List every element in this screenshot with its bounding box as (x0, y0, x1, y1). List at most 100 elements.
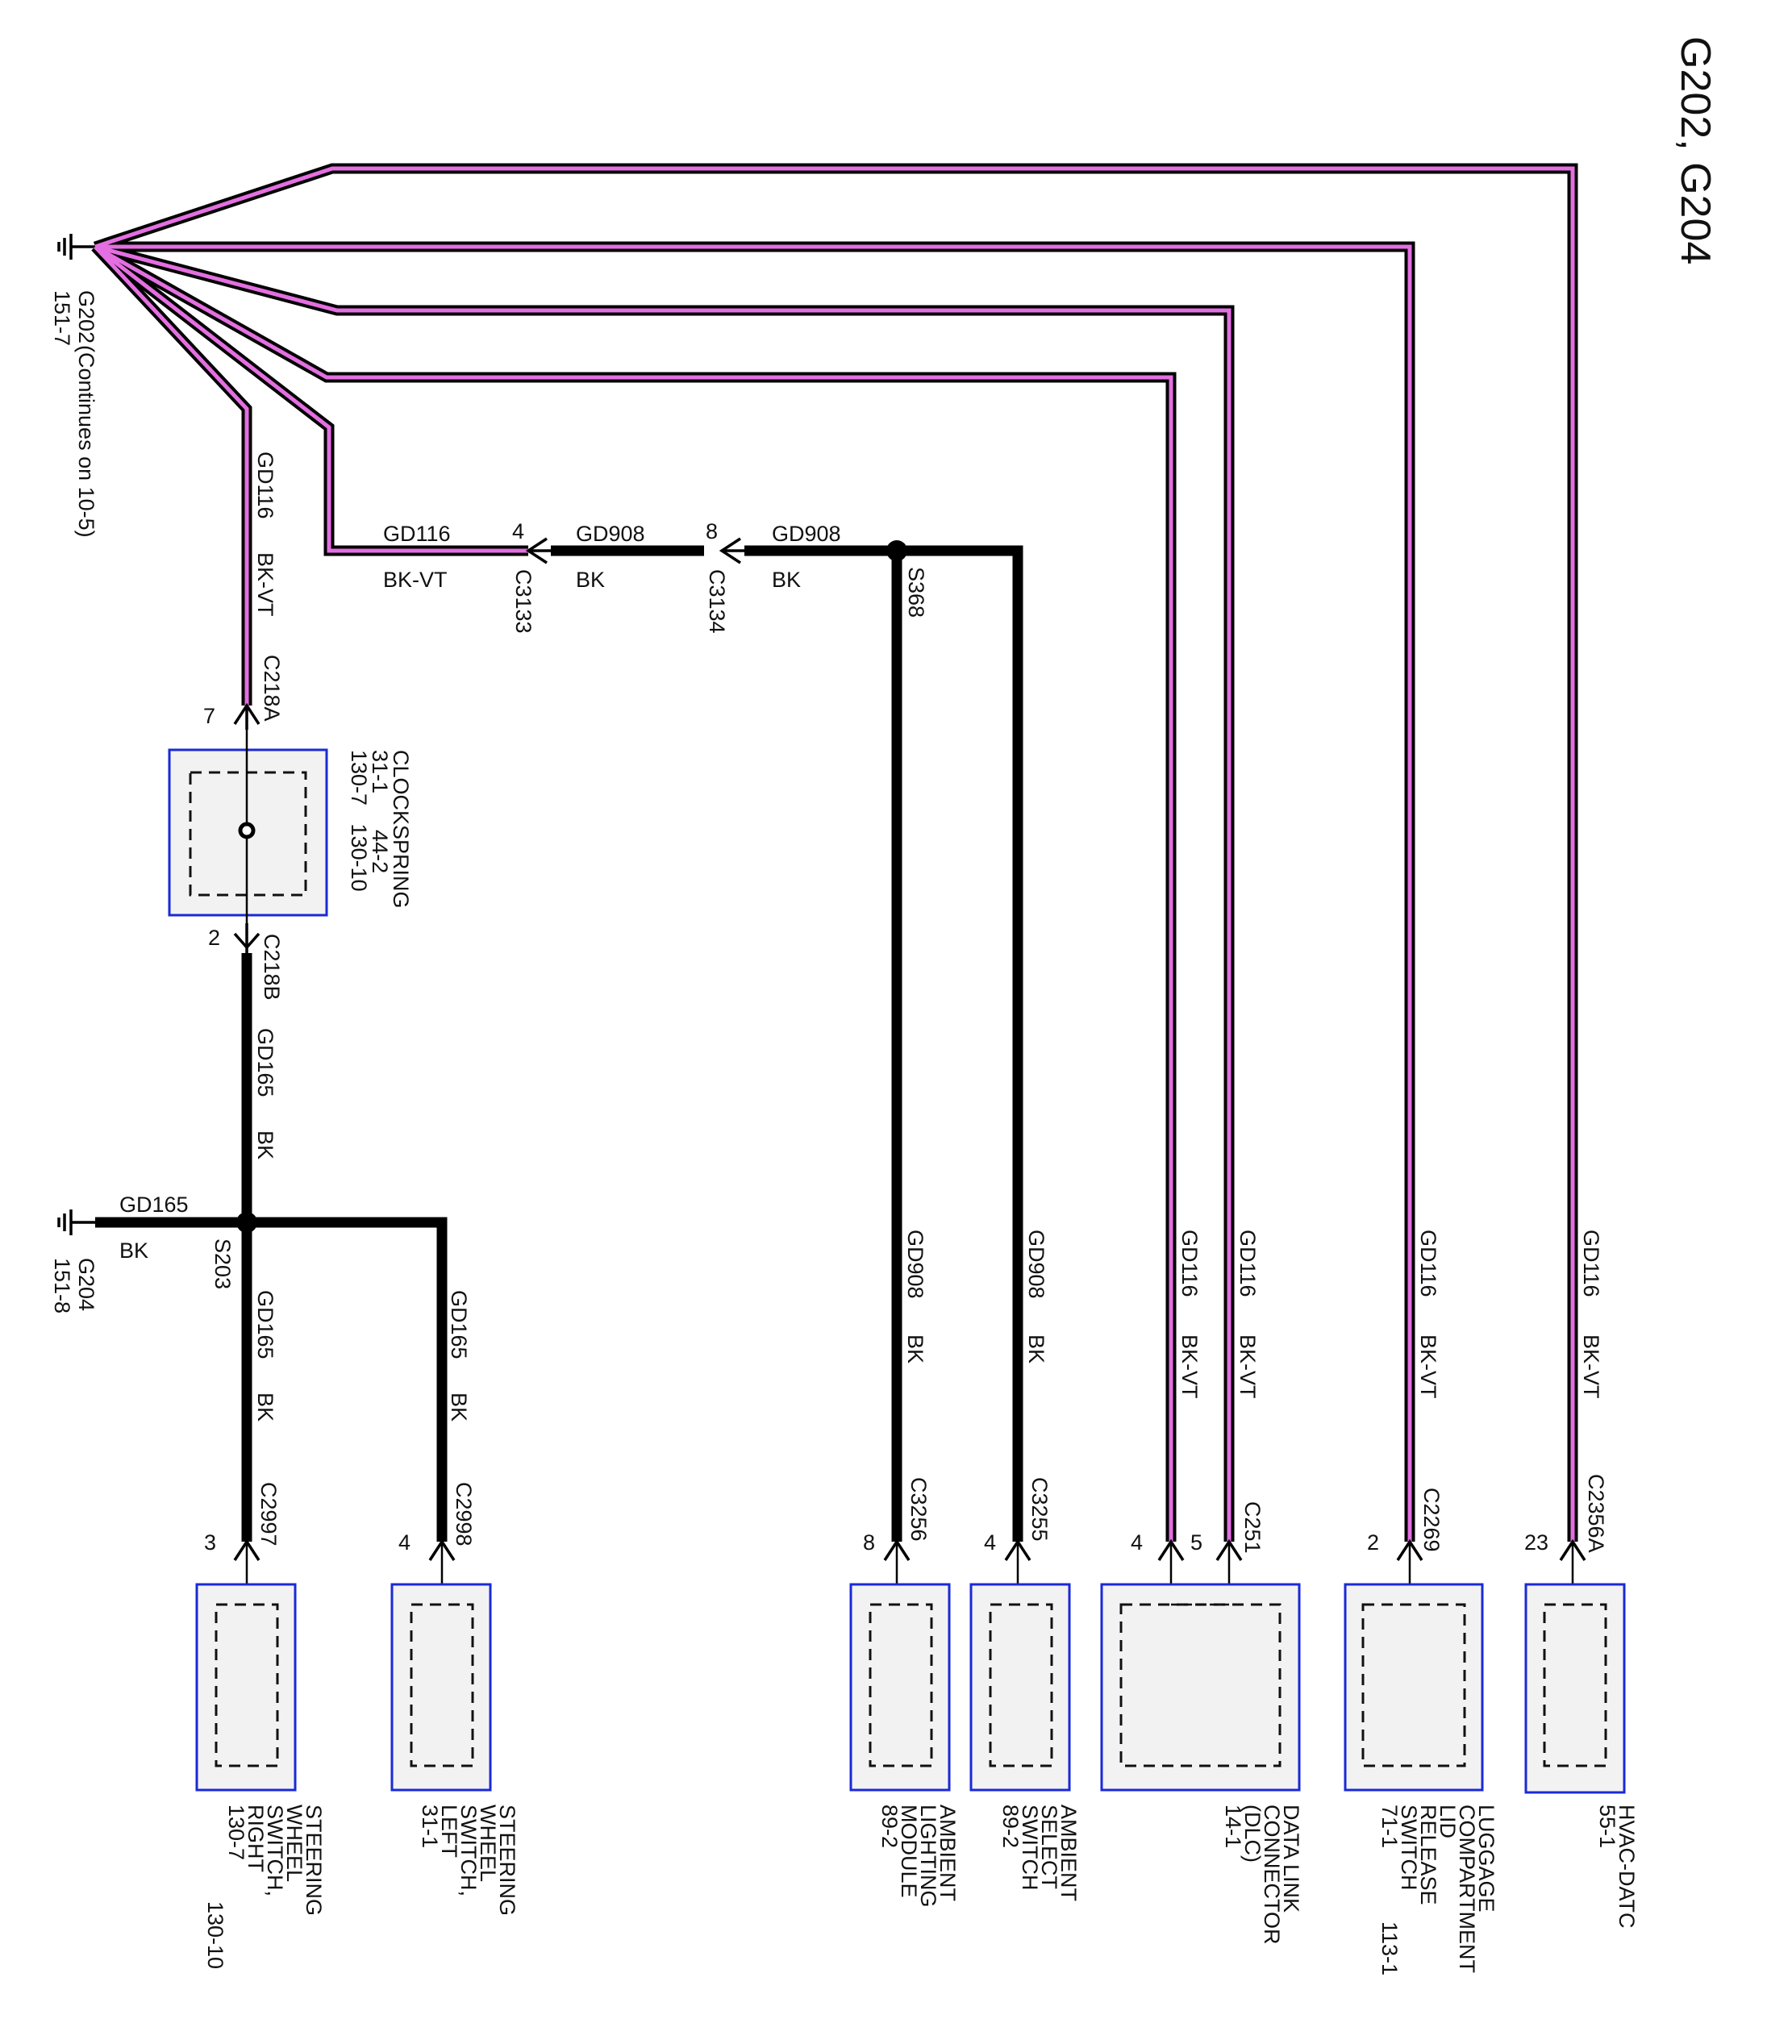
c2997-label: C2997 (256, 1482, 281, 1547)
c3255-pin: 4 (984, 1530, 996, 1555)
wire-label-bk-vt-hvac: BK-VT (1579, 1334, 1603, 1399)
c2356a-label: C2356A (1584, 1474, 1608, 1553)
wires-bk (95, 545, 1023, 1542)
wire-label-gd908-ass: GD908 (1024, 1230, 1048, 1299)
lcl-line-4: RELEASE (1416, 1805, 1440, 1905)
sws-left-line-2: WHEEL (476, 1805, 500, 1882)
wire-label-bk-alm: BK (903, 1334, 927, 1363)
c3255-label: C3255 (1027, 1477, 1052, 1542)
wire-label-gd165-right-sw: GD165 (253, 1290, 277, 1359)
sws-left-ref: 31-1 (418, 1805, 442, 1848)
dlc-line-2: CONNECTOR (1260, 1805, 1284, 1945)
ground-g202-symbol (57, 234, 95, 260)
wire-label-gd116-lcl: GD116 (1416, 1230, 1440, 1297)
c218a-label: C218A (260, 655, 284, 722)
alm-line-3: MODULE (897, 1805, 921, 1898)
component-steering-wheel-switch-right (195, 1583, 297, 1792)
connector-c218b-symbol (233, 923, 260, 953)
sws-right-line-3: SWITCH, (263, 1805, 287, 1896)
splice-s368-label: S368 (904, 567, 928, 618)
c218a-pin: 7 (203, 704, 215, 728)
component-luggage-compartment-switch (1344, 1583, 1484, 1792)
connector-c218a-symbol (233, 702, 260, 730)
sws-right-labels: STEERING WHEEL SWITCH, RIGHT 130-7 130-1… (203, 1805, 326, 1969)
wire-label-bk-a: BK (576, 568, 605, 592)
dlc-labels: DATA LINK CONNECTOR (DLC) 14-1 (1221, 1805, 1303, 1945)
connector-c3133-symbol (525, 537, 551, 564)
ground-g202-name: G202 (74, 290, 98, 343)
ground-g204-labels: G204 151-8 (50, 1258, 98, 1313)
sws-right-line-1: STEERING (302, 1805, 326, 1916)
wire-label-gd116-left: GD116 (253, 452, 277, 519)
lcl-ref: 71-1 (1377, 1805, 1402, 1848)
ass-ref: 89-2 (998, 1805, 1023, 1848)
lcl-line-1: LUGGAGE (1474, 1805, 1498, 1913)
hvac-line-1: HVAC-DATC (1615, 1805, 1639, 1929)
ass-line-2: SELECT (1037, 1805, 1061, 1889)
c2269-pin: 2 (1367, 1530, 1379, 1555)
wire-label-bk-vt-bottom: BK-VT (383, 568, 448, 592)
lcl-line-5: SWITCH (1397, 1805, 1421, 1890)
ground-g204-ref: 151-8 (50, 1258, 74, 1313)
alm-labels: AMBIENT LIGHTING MODULE 89-2 (877, 1805, 960, 1908)
component-data-link-connector (1100, 1583, 1301, 1792)
ground-g204-name: G204 (74, 1258, 98, 1311)
connector-c3134-symbol (719, 537, 744, 564)
hvac-ref: 55-1 (1595, 1805, 1619, 1848)
dlc-line-1: DATA LINK (1279, 1805, 1303, 1913)
clockspring-name: CLOCKSPRING (389, 750, 413, 909)
lcl-line-2: COMPARTMENT (1455, 1805, 1479, 1973)
wire-label-gd116-dlc-a: GD116 (1177, 1230, 1202, 1297)
ass-labels: AMBIENT SELECT SWITCH 89-2 (998, 1805, 1081, 1901)
splice-s368 (886, 540, 907, 561)
wire-label-gd908-alm: GD908 (903, 1230, 927, 1299)
wire-label-bk-left-sw: BK (447, 1393, 471, 1422)
hvac-labels: HVAC-DATC 55-1 (1595, 1805, 1639, 1929)
ass-line-3: SWITCH (1018, 1805, 1042, 1890)
clockspring-refs-row1: 31-1 44-2 (368, 750, 392, 873)
c251-pin-b: 5 (1190, 1530, 1202, 1555)
c2998-pin: 4 (398, 1530, 410, 1555)
wire-label-bk-ground: BK (119, 1238, 148, 1263)
wire-label-gd908-b: GD908 (772, 522, 841, 546)
alm-line-2: LIGHTING (916, 1805, 940, 1908)
clockspring-refs-row2: 130-7 130-10 (347, 750, 371, 892)
clockspring-labels: CLOCKSPRING 31-1 44-2 130-7 130-10 (347, 750, 413, 909)
c3134-label: C3134 (705, 569, 729, 634)
lcl-line-3: LID (1436, 1805, 1460, 1838)
wire-label-bk-right-sw: BK (253, 1393, 277, 1422)
sws-left-line-4: LEFT (437, 1805, 461, 1858)
sws-right-ref2: 130-10 (203, 1901, 227, 1969)
diagram-title: G202, G204 (1672, 36, 1719, 264)
wire-label-bk-vt-left: BK-VT (253, 552, 277, 617)
c218b-pin: 2 (208, 926, 220, 950)
ass-line-1: AMBIENT (1056, 1805, 1081, 1901)
wire-label-bk-b: BK (772, 568, 801, 592)
wire-label-bk-vt-dlc-a: BK-VT (1177, 1334, 1202, 1399)
sws-left-line-3: SWITCH, (456, 1805, 481, 1896)
sws-left-line-1: STEERING (495, 1805, 519, 1916)
c3133-label: C3133 (511, 569, 536, 634)
c2269-label: C2269 (1419, 1488, 1444, 1552)
alm-ref: 89-2 (877, 1805, 902, 1848)
c3134-pin: 8 (706, 519, 718, 543)
c251-pin-a: 4 (1131, 1530, 1143, 1555)
sws-right-line-4: RIGHT (244, 1805, 268, 1872)
wire-label-bk-upper: BK (253, 1130, 277, 1159)
c218b-label: C218B (260, 934, 284, 1001)
alm-line-1: AMBIENT (936, 1805, 960, 1901)
c2356a-pin: 23 (1524, 1530, 1548, 1555)
ground-g202-note: (Continues on 10-5) (74, 345, 98, 538)
wires-gd116-bk-vt (91, 163, 1578, 1542)
wire-label-gd165-left-sw: GD165 (447, 1290, 471, 1359)
c251-label: C251 (1240, 1501, 1265, 1554)
sws-left-labels: STEERING WHEEL SWITCH, LEFT 31-1 (418, 1805, 519, 1916)
c3133-pin: 4 (512, 519, 524, 543)
ground-g204-symbol (57, 1209, 95, 1235)
splice-s203-label: S203 (210, 1238, 235, 1289)
wire-label-gd116-dlc-b: GD116 (1236, 1230, 1260, 1297)
lcl-ref2: 113-1 (1377, 1921, 1402, 1975)
ground-g202-labels: G202 (Continues on 10-5) 151-7 (50, 290, 98, 538)
end-connector-symbols (233, 1538, 1586, 1606)
